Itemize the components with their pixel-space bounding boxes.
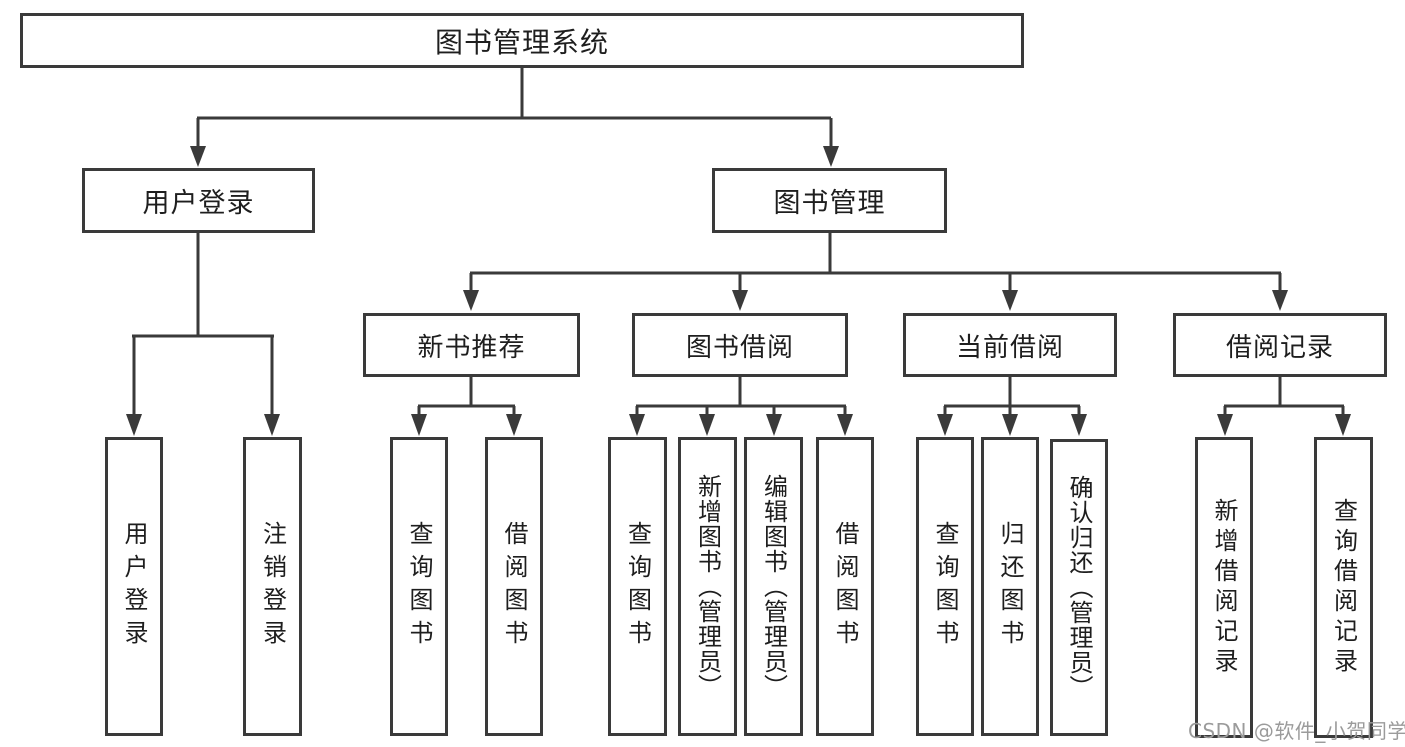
node-borrow-records: 借阅记录: [1173, 313, 1387, 377]
leaf-query-books-recommend: 查询图书: [390, 437, 448, 736]
leaf-logout: 注销登录: [243, 437, 302, 736]
leaf-query-books-borrow-label: 查询图书: [623, 520, 652, 653]
leaf-edit-book-admin: 编辑图书（管理员）: [744, 437, 803, 736]
leaf-user-login: 用户登录: [105, 437, 163, 736]
node-book-management: 图书管理: [712, 168, 947, 233]
node-user-login: 用户登录: [82, 168, 315, 233]
node-current-borrow: 当前借阅: [903, 313, 1117, 377]
leaf-confirm-return-admin-label: 确认归还（管理员）: [1065, 475, 1093, 700]
node-book-borrow: 图书借阅: [632, 313, 848, 377]
leaf-confirm-return-admin: 确认归还（管理员）: [1050, 439, 1108, 736]
leaf-add-borrow-record-label: 新增借阅记录: [1210, 497, 1238, 678]
node-library-management-system: 图书管理系统: [20, 13, 1024, 68]
leaf-edit-book-admin-label: 编辑图书（管理员）: [759, 474, 788, 699]
leaf-add-book-admin: 新增图书（管理员）: [678, 437, 737, 736]
leaf-borrow-books-recommend-label: 借阅图书: [500, 520, 528, 653]
leaf-query-books-recommend-label: 查询图书: [405, 520, 433, 653]
leaf-borrow-books-recommend: 借阅图书: [485, 437, 543, 736]
csdn-watermark: CSDN @软件_小贺同学: [1188, 719, 1405, 743]
leaf-query-books-borrow: 查询图书: [608, 437, 667, 736]
leaf-user-login-label: 用户登录: [120, 520, 148, 653]
leaf-return-books-label: 归还图书: [996, 520, 1024, 653]
node-new-book-recommend: 新书推荐: [363, 313, 580, 377]
leaf-query-borrow-record: 查询借阅记录: [1314, 437, 1373, 738]
leaf-borrow-books-label: 借阅图书: [831, 520, 859, 653]
leaf-query-books-current-label: 查询图书: [931, 520, 959, 653]
leaf-query-books-current: 查询图书: [916, 437, 974, 736]
leaf-add-book-admin-label: 新增图书（管理员）: [693, 474, 722, 699]
leaf-borrow-books: 借阅图书: [816, 437, 874, 736]
leaf-logout-label: 注销登录: [258, 520, 287, 653]
leaf-add-borrow-record: 新增借阅记录: [1195, 437, 1253, 738]
leaf-query-borrow-record-label: 查询借阅记录: [1329, 497, 1358, 678]
leaf-return-books: 归还图书: [981, 437, 1039, 736]
